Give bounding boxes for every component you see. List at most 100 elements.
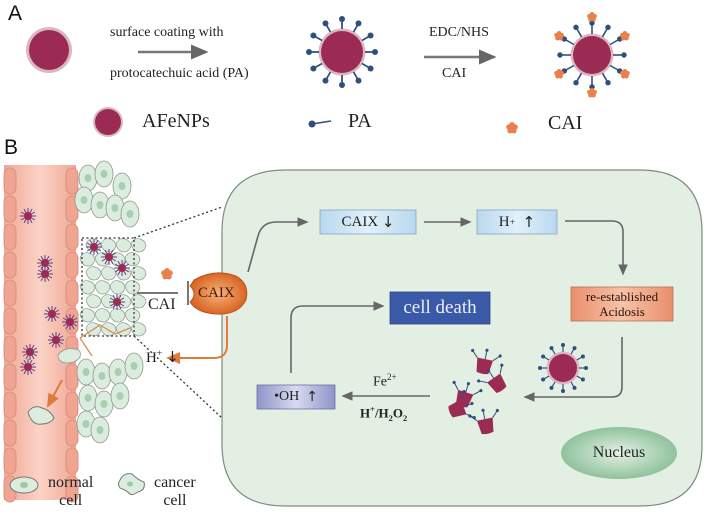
small-nanoparticle — [37, 266, 53, 282]
down-arrow-icon: ↓ — [166, 348, 179, 366]
pa-ligand-head — [561, 343, 565, 347]
pa-ligand-head — [589, 20, 595, 26]
caix-protein — [189, 272, 248, 315]
small-nanoparticle — [101, 249, 117, 265]
pa-ligand-head — [621, 52, 627, 58]
cancer-cell — [79, 280, 96, 295]
endothelial-cell — [3, 223, 17, 251]
cancer-cell — [130, 322, 147, 337]
cancer-cell — [79, 308, 96, 323]
cancer-cell — [130, 266, 147, 281]
endothelial-cell — [65, 391, 79, 419]
endothelial-cell — [3, 391, 17, 419]
cancer-cell — [130, 238, 147, 253]
cai-molecule-icon — [620, 31, 630, 41]
cancer-cell — [79, 252, 96, 267]
pa-ligand-head — [367, 65, 374, 72]
pa-ligand-head — [355, 20, 362, 27]
migrating-cancer-cell — [27, 406, 55, 425]
cancer-cell — [124, 308, 141, 323]
endothelial-cell — [3, 167, 17, 195]
tumor-region-box — [81, 237, 135, 337]
small-nanoparticle — [22, 344, 38, 360]
h-h2o2-label: H+/H2O2 — [360, 404, 408, 423]
cancer-cell — [115, 322, 132, 337]
cai-molecule-icon — [587, 88, 597, 98]
cancer-cell — [124, 280, 141, 295]
oh-box — [256, 384, 336, 410]
pa-ligand-head — [322, 20, 329, 27]
endothelial-cell — [3, 447, 17, 475]
intracellular-nanoparticle — [538, 343, 588, 393]
small-nanoparticle — [109, 294, 125, 310]
small-nanoparticle — [20, 208, 36, 224]
pa-ligand-head — [306, 49, 312, 55]
pa-ligand-head — [561, 36, 568, 42]
endothelial-cell — [3, 195, 17, 223]
pa-ligand-head — [339, 82, 345, 88]
h-box — [476, 209, 558, 235]
cancer-cell — [85, 294, 102, 309]
pa-ligand-head — [605, 79, 611, 86]
pa-ligand-head — [339, 16, 345, 22]
pa-ligand-head — [549, 346, 554, 351]
small-nanoparticle — [20, 359, 36, 375]
endothelial-cell — [65, 251, 79, 279]
arrow-oh-to-death — [290, 301, 385, 373]
pa-ligand-head — [605, 24, 611, 31]
cancer-cell — [109, 252, 126, 267]
metastasis-arrow — [47, 379, 63, 408]
small-nanoparticle — [62, 314, 78, 330]
cai-inhibitor-label: CAI — [148, 296, 176, 313]
cancer-cell — [100, 266, 117, 281]
step1-bottom-label: protocatechuic acid (PA) — [110, 66, 249, 81]
endothelial-cell — [65, 223, 79, 251]
legend-cancer-cell-label: cancer cell — [154, 474, 196, 509]
cai-molecule-icon — [554, 69, 564, 79]
small-nanoparticle — [37, 255, 53, 271]
pa-ligand-head — [355, 77, 362, 84]
endothelial-cell — [65, 447, 79, 475]
pa-ligand-head — [572, 346, 577, 351]
cai-molecule-icon — [506, 122, 518, 134]
small-nanoparticle — [44, 306, 60, 322]
extravasating-cancer-cell — [57, 348, 81, 364]
cancer-cell — [115, 238, 132, 253]
cai-conjugated-particle — [554, 12, 630, 98]
legend-afenps-label: AFeNPs — [142, 110, 210, 132]
step2-bottom-label: CAI — [442, 66, 467, 81]
fe2-label: Fe2+ — [373, 372, 397, 390]
pa-ligand-head — [372, 49, 378, 55]
acidosis-box — [570, 286, 674, 322]
pa-ligand-head — [310, 65, 317, 72]
cancer-cell — [109, 308, 126, 323]
endothelial-cell — [3, 419, 17, 447]
pa-ligand-head — [573, 24, 579, 31]
cai-molecule-icon — [620, 69, 630, 79]
pa-ligand-head — [561, 389, 565, 393]
pa-ligand-head — [572, 385, 577, 390]
pa-coated-particle — [306, 16, 378, 88]
arrow-caix-to-caixbox — [247, 217, 309, 273]
cai-molecule-icon — [587, 12, 597, 22]
pa-ligand-head — [367, 32, 374, 39]
cell-death-label: cell death — [403, 297, 477, 318]
degraded-nanoparticle-fragments — [448, 348, 507, 435]
endothelial-cell — [3, 363, 17, 391]
cancer-cell — [94, 308, 111, 323]
pa-ligand-head — [549, 385, 554, 390]
h-box-label: H+ ↑ — [498, 213, 536, 231]
caix-box-label: CAIX ↓ — [341, 213, 395, 231]
pa-ligand-icon — [308, 120, 332, 128]
legend-pa-label: PA — [348, 110, 372, 132]
cai-molecule-icon — [161, 268, 173, 280]
cai-molecule-icon — [554, 31, 564, 41]
zoom-line-top — [133, 206, 223, 239]
endothelial-cell — [65, 167, 79, 195]
legend-normal-cell-label: normal cell — [48, 474, 94, 509]
up-arrow-icon: ↑ — [306, 389, 318, 405]
nucleus — [561, 427, 677, 479]
circulating-nanoparticles — [20, 208, 130, 375]
afenp-particle-icon — [93, 107, 123, 137]
endothelial-cell — [3, 251, 17, 279]
